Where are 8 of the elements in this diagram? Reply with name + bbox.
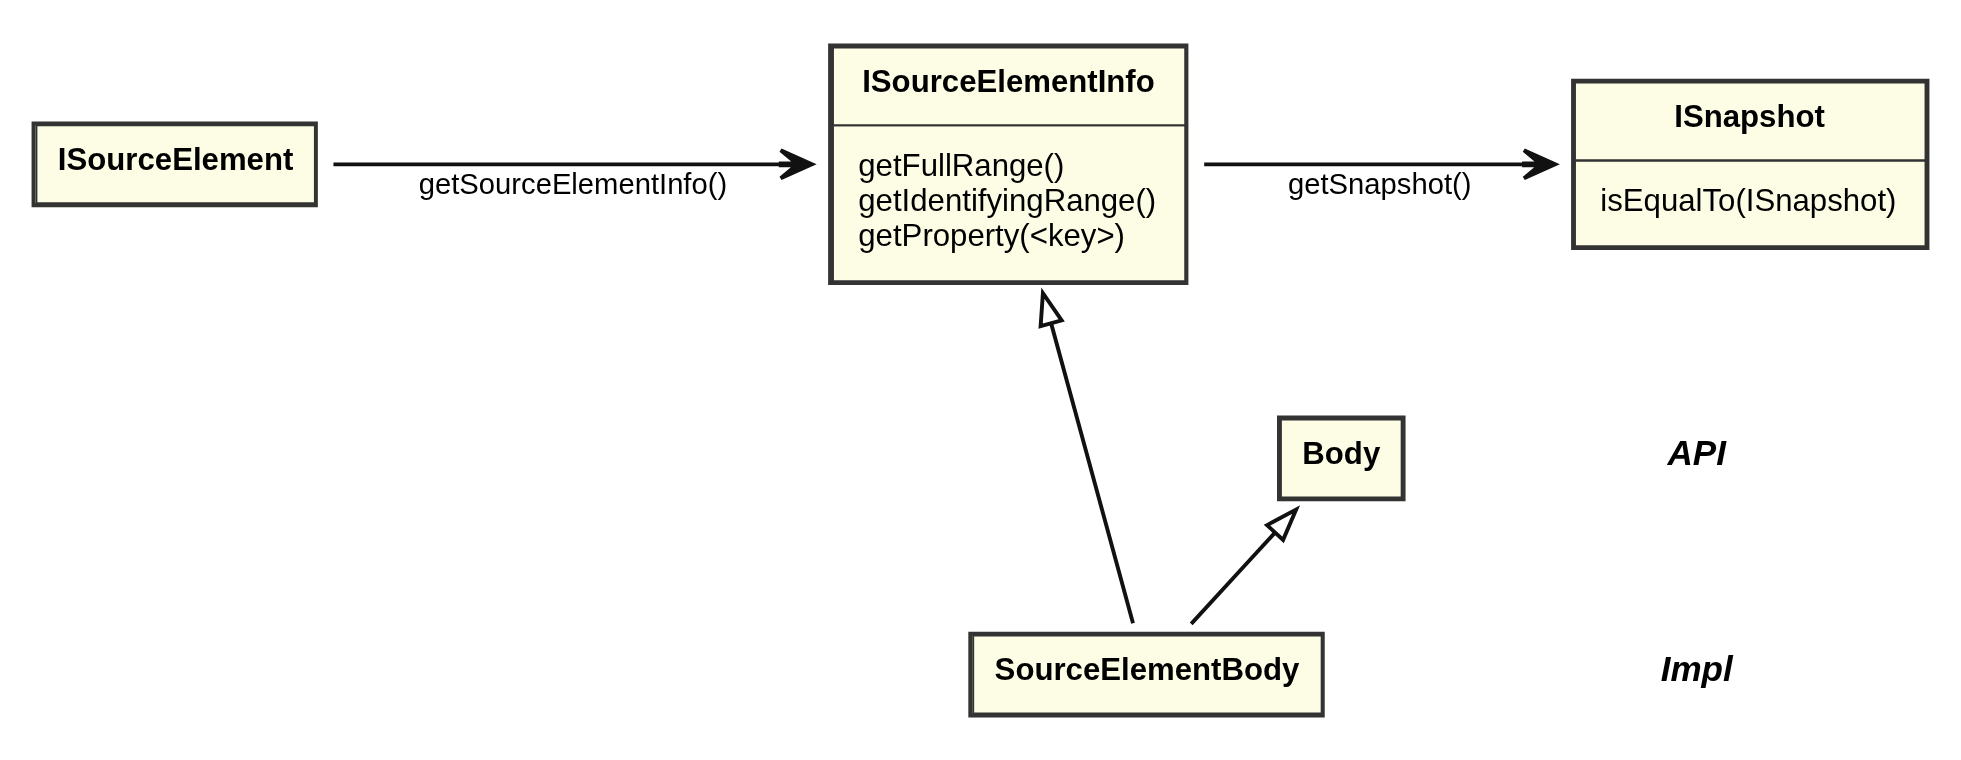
edge-label: getSnapshot()	[1288, 167, 1472, 200]
arrow	[1038, 287, 1135, 624]
label: Impl	[1660, 648, 1733, 688]
edge-label: getSourceElementInfo()	[418, 167, 728, 200]
label: API	[1667, 432, 1726, 472]
arrow	[333, 147, 814, 180]
arrow	[1189, 504, 1301, 625]
arrow	[1204, 147, 1558, 180]
